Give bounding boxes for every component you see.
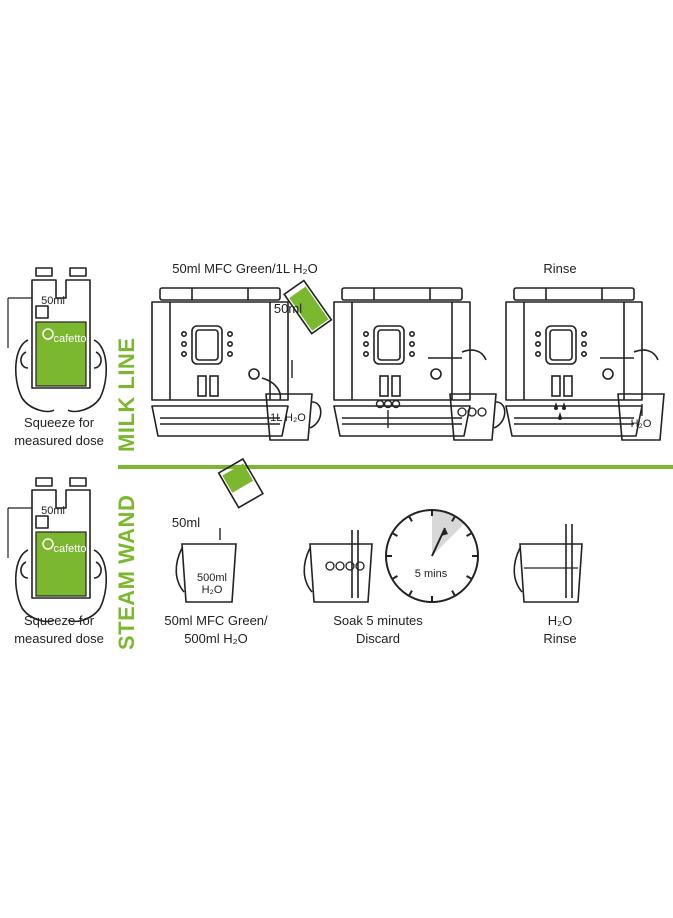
squeeze-caption-1: Squeeze for measured dose — [14, 415, 104, 448]
squeeze-bottle-graphic-1 — [7, 267, 108, 413]
squeeze-caption-2: Squeeze for measured dose — [14, 613, 104, 646]
bottle-dose-label-2: 50ml — [41, 505, 65, 517]
measuring-jug — [175, 543, 237, 603]
steam-jug-label: 500ml H₂O — [197, 572, 227, 596]
rinse-jug — [513, 524, 583, 603]
bottle-brand-label-1: cafetto — [53, 333, 87, 345]
milk-rinse-jug-label: H₂O — [630, 418, 652, 430]
timer-clock — [385, 509, 479, 603]
jug-2 — [449, 393, 506, 441]
jug-3 — [617, 393, 665, 441]
milk-line-title: MILK LINE — [114, 337, 139, 453]
steam-pour-amount: 50ml — [171, 515, 201, 530]
bottle-dose-label-1: 50ml — [41, 295, 65, 307]
milk-step3-caption: Rinse — [543, 261, 577, 276]
steam-step1-caption: 50ml MFC Green/ 500ml H₂O — [164, 613, 268, 646]
coffee-machine-1 — [151, 287, 289, 437]
pouring-bottle-1 — [283, 279, 333, 335]
steam-step2-caption: Soak 5 minutes Discard — [333, 613, 423, 646]
milk-jug-label: 1L H₂O — [270, 412, 306, 424]
squeeze-bottle-graphic-2 — [7, 477, 108, 623]
coffee-machine-2 — [333, 287, 487, 437]
milk-pour-amount: 50ml — [273, 301, 303, 316]
coffee-machine-3 — [505, 287, 659, 437]
steam-step3-caption: H₂O Rinse — [543, 613, 577, 646]
bottle-brand-label-2: cafetto — [53, 543, 87, 555]
pouring-bottle-2 — [217, 457, 265, 509]
soak-jug — [303, 530, 373, 603]
timer-label: 5 mins — [414, 568, 448, 580]
steam-wand-title: STEAM WAND — [114, 494, 139, 650]
milk-step1-caption: 50ml MFC Green/1L H₂O — [172, 261, 318, 276]
